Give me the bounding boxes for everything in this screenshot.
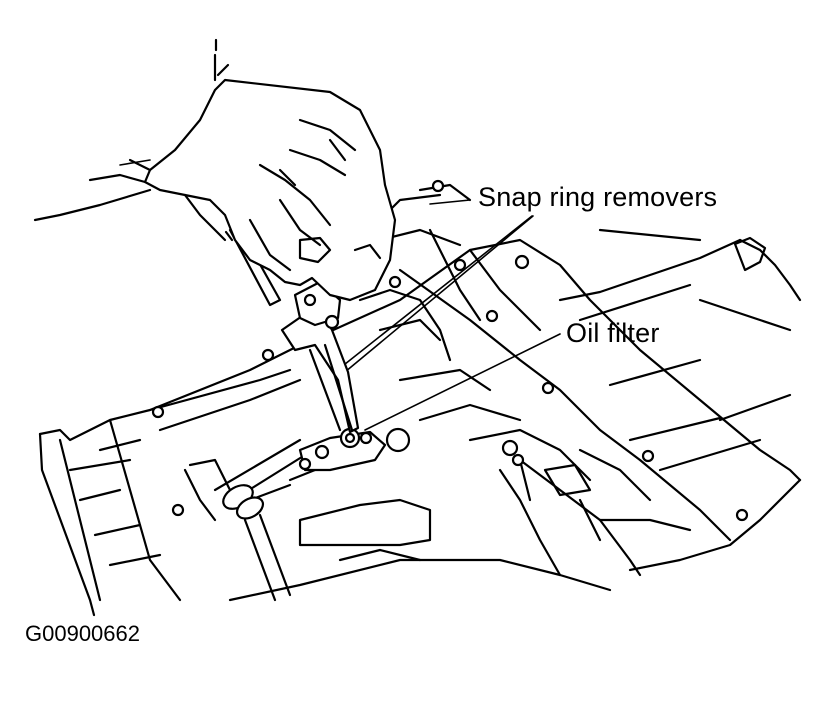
hand — [33, 38, 397, 302]
callout-oil-filter: Oil filter — [566, 318, 660, 348]
bolt-holes — [151, 179, 749, 522]
callout-snap-ring-removers: Snap ring removers — [478, 182, 718, 212]
oil-filter-bracket — [298, 427, 387, 472]
leader-oil-filter — [364, 333, 561, 431]
figure-id: G00900662 — [25, 621, 140, 646]
transmission-case — [38, 183, 802, 617]
pipe-fitting — [183, 438, 307, 602]
